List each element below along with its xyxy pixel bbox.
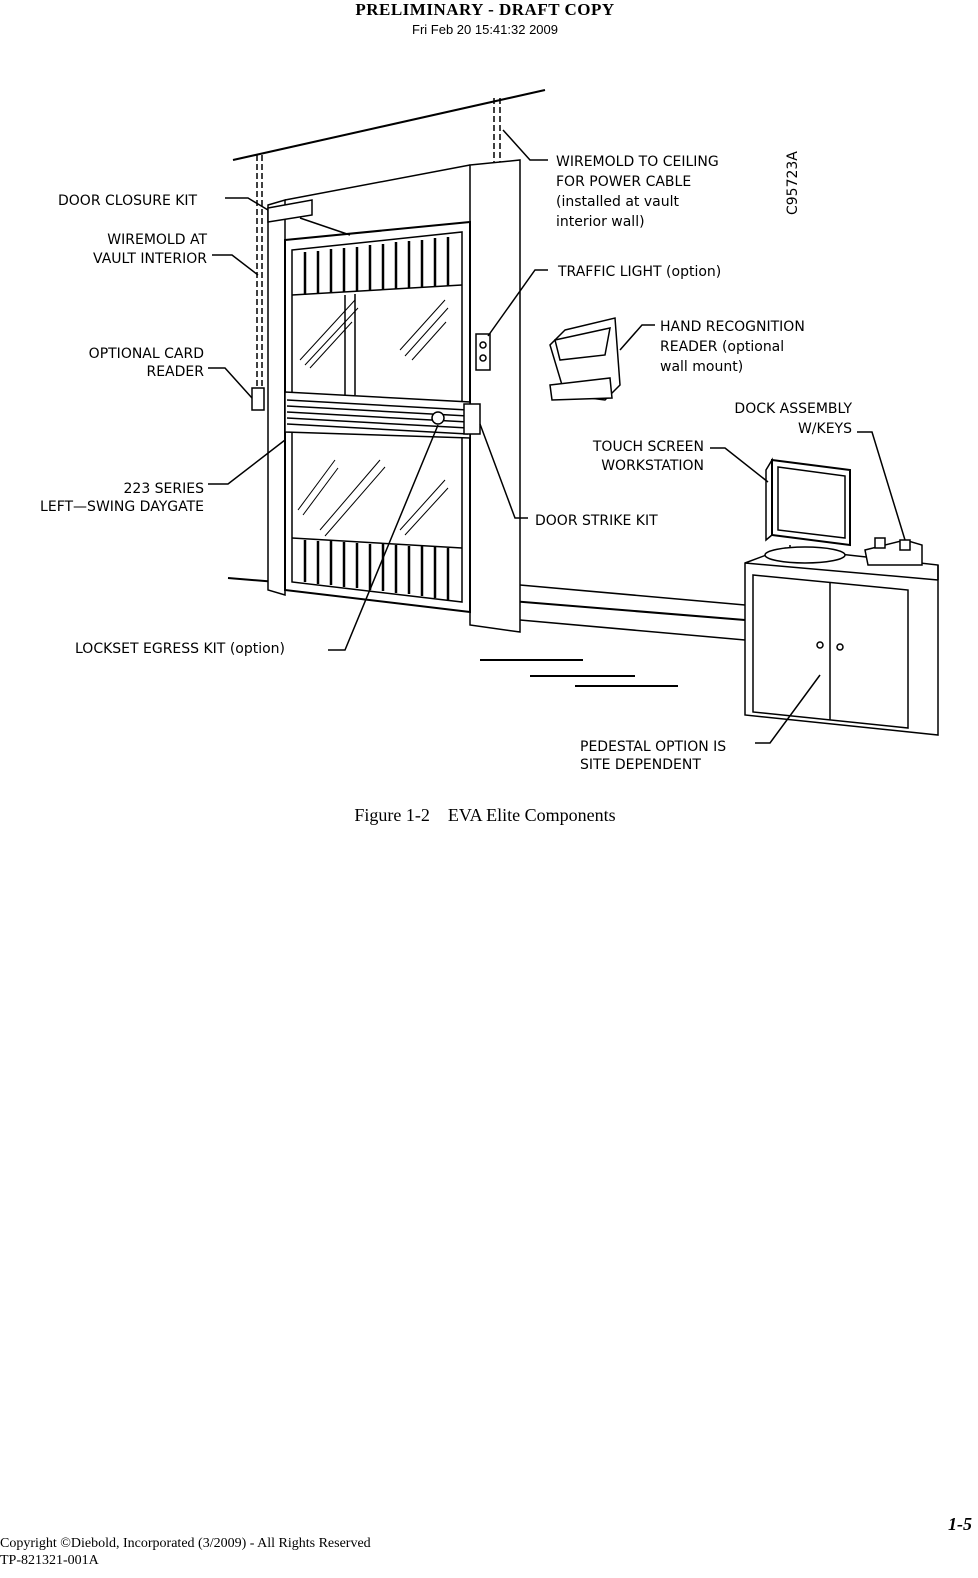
- draft-header-title: PRELIMINARY - DRAFT COPY: [355, 0, 615, 19]
- label-traffic-light: TRAFFIC LIGHT (option): [557, 264, 721, 280]
- door-strike-device: [463, 403, 481, 435]
- label-wiremold-vault-1: WIREMOLD AT: [107, 232, 207, 248]
- document-id: TP-821321-001A: [0, 1553, 99, 1568]
- wiremold-vault-interior: [256, 155, 263, 390]
- label-dock-assembly-1: DOCK ASSEMBLY: [734, 401, 852, 417]
- drawing-code: C95723A: [785, 151, 801, 215]
- figure-number: Figure 1-2: [354, 805, 430, 825]
- draft-header-date: Fri Feb 20 15:41:32 2009: [412, 22, 558, 37]
- door-frame: [267, 159, 521, 633]
- eva-elite-components-figure: C95723A DOOR CLOSURE KIT WIREMOLD AT VAU…: [40, 89, 939, 773]
- label-wiremold-ceiling-1: WIREMOLD TO CEILING: [556, 154, 719, 170]
- label-hand-reader-1: HAND RECOGNITION: [660, 319, 805, 335]
- touch-screen-monitor: [764, 457, 851, 564]
- label-optional-card-reader-2: READER: [146, 364, 204, 380]
- label-wiremold-ceiling-4: interior wall): [556, 214, 645, 230]
- hand-reader-device: [549, 317, 621, 401]
- label-hand-reader-3: wall mount): [660, 359, 743, 375]
- label-lockset-egress-kit: LOCKSET EGRESS KIT (option): [75, 641, 285, 657]
- label-optional-card-reader-1: OPTIONAL CARD: [89, 346, 204, 362]
- door-closure-device: [267, 199, 351, 236]
- daygate: [284, 220, 471, 614]
- label-pedestal-option-2: SITE DEPENDENT: [580, 757, 701, 773]
- dock-assembly-device: [864, 537, 923, 566]
- label-pedestal-option-1: PEDESTAL OPTION IS: [580, 739, 726, 755]
- label-daygate-1: 223 SERIES: [124, 481, 205, 497]
- label-wiremold-ceiling-2: FOR POWER CABLE: [556, 174, 691, 190]
- label-door-strike-kit: DOOR STRIKE KIT: [535, 513, 658, 529]
- label-touch-screen-1: TOUCH SCREEN: [592, 439, 704, 455]
- figure-caption: Figure 1-2 EVA Elite Components: [0, 805, 970, 826]
- label-wiremold-vault-2: VAULT INTERIOR: [93, 251, 207, 267]
- callout-leaders: [208, 129, 906, 744]
- copyright-notice: Copyright ©Diebold, Incorporated (3/2009…: [0, 1536, 371, 1551]
- card-reader-device: [251, 387, 265, 411]
- traffic-light-device: [475, 333, 491, 371]
- page-number: 1-5: [948, 1514, 972, 1534]
- label-touch-screen-2: WORKSTATION: [601, 458, 704, 474]
- label-wiremold-ceiling-3: (installed at vault: [556, 194, 679, 210]
- label-dock-assembly-2: W/KEYS: [798, 421, 852, 437]
- pedestal-cabinet: [744, 547, 939, 736]
- label-door-closure-kit: DOOR CLOSURE KIT: [58, 193, 198, 209]
- label-hand-reader-2: READER (optional: [660, 339, 784, 355]
- figure-caption-text: EVA Elite Components: [447, 805, 616, 825]
- label-daygate-2: LEFT—SWING DAYGATE: [40, 499, 204, 515]
